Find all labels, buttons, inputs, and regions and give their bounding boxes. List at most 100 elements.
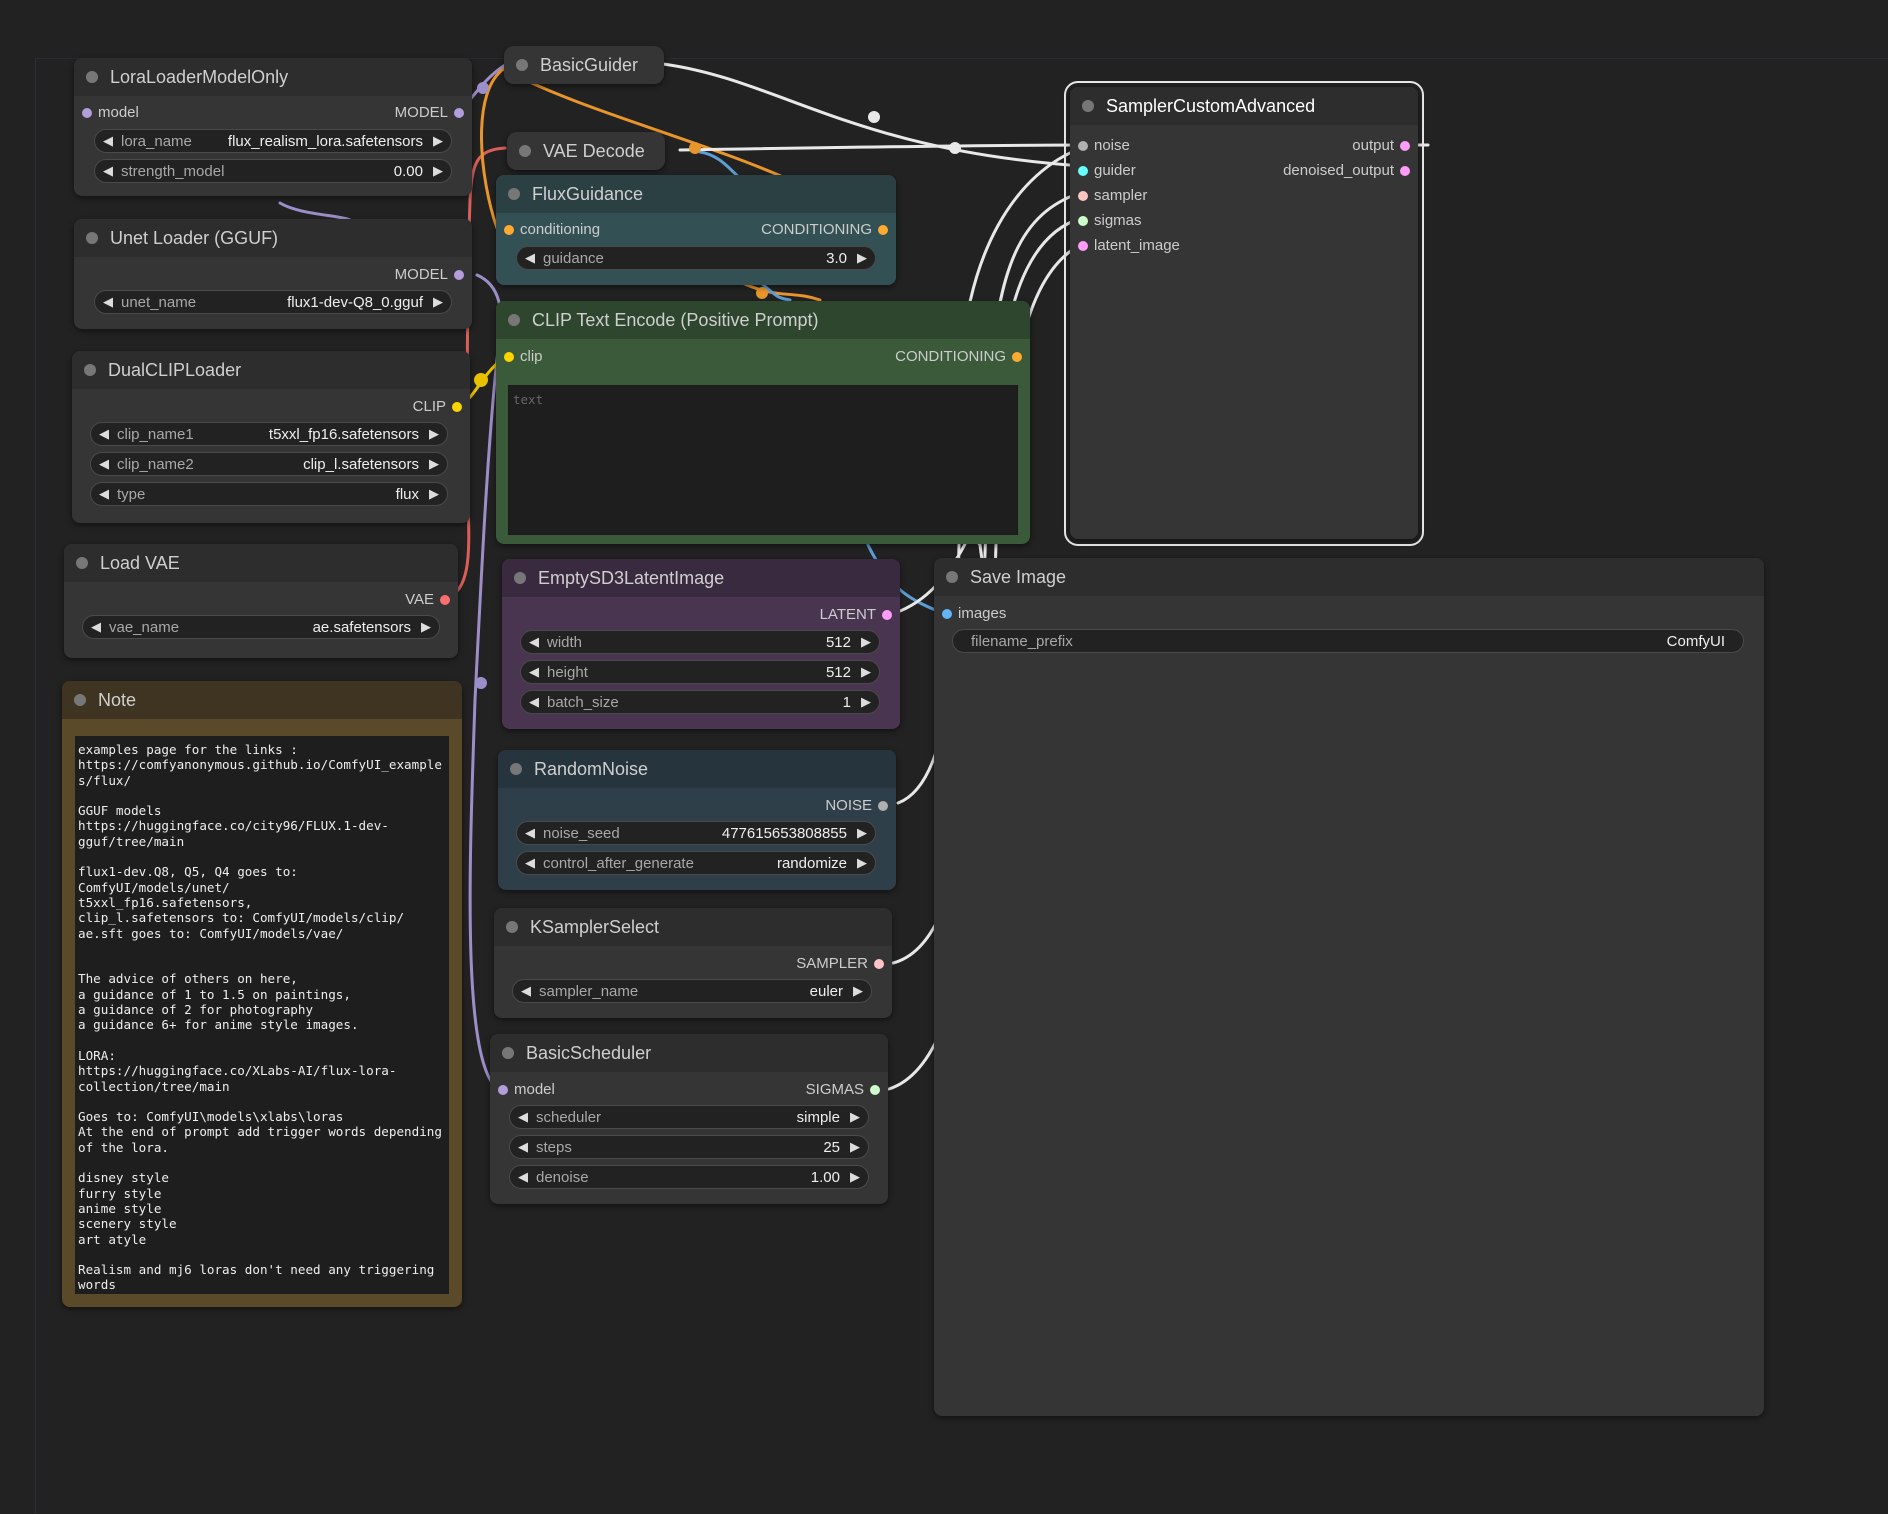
collapse-dot[interactable] xyxy=(510,763,522,775)
increment-arrow-icon[interactable]: ▶ xyxy=(853,983,863,998)
increment-arrow-icon[interactable]: ▶ xyxy=(429,426,439,441)
node-load-vae[interactable]: Load VAE VAE ◀ vae_name ae.safetensors ▶ xyxy=(64,544,458,658)
input-slot-latent-image[interactable] xyxy=(1078,241,1088,251)
node-random-noise[interactable]: RandomNoise NOISE ◀ noise_seed 477615653… xyxy=(498,750,896,890)
input-slot-sigmas[interactable] xyxy=(1078,216,1088,226)
output-slot-vae[interactable] xyxy=(440,595,450,605)
input-slot-sampler[interactable] xyxy=(1078,191,1088,201)
increment-arrow-icon[interactable]: ▶ xyxy=(433,163,443,178)
decrement-arrow-icon[interactable]: ◀ xyxy=(525,855,535,870)
increment-arrow-icon[interactable]: ▶ xyxy=(429,456,439,471)
increment-arrow-icon[interactable]: ▶ xyxy=(857,825,867,840)
collapse-dot[interactable] xyxy=(514,572,526,584)
increment-arrow-icon[interactable]: ▶ xyxy=(861,634,871,649)
output-slot-latent[interactable] xyxy=(882,610,892,620)
collapse-dot[interactable] xyxy=(86,71,98,83)
decrement-arrow-icon[interactable]: ◀ xyxy=(518,1169,528,1184)
input-slot-model[interactable] xyxy=(82,108,92,118)
unet-name-combo[interactable]: ◀ unet_name flux1-dev-Q8_0.gguf ▶ xyxy=(94,290,452,314)
filename-prefix-input[interactable]: filename_prefix ComfyUI xyxy=(952,629,1744,653)
clip-name1-combo[interactable]: ◀ clip_name1 t5xxl_fp16.safetensors ▶ xyxy=(90,422,448,446)
output-slot-clip[interactable] xyxy=(452,402,462,412)
control-after-generate-combo[interactable]: ◀ control_after_generate randomize ▶ xyxy=(516,851,876,875)
decrement-arrow-icon[interactable]: ◀ xyxy=(99,426,109,441)
decrement-arrow-icon[interactable]: ◀ xyxy=(103,294,113,309)
height-number[interactable]: ◀ height 512 ▶ xyxy=(520,660,880,684)
output-slot-model[interactable] xyxy=(454,270,464,280)
input-slot-clip[interactable] xyxy=(504,352,514,362)
node-title[interactable]: RandomNoise xyxy=(498,750,896,788)
increment-arrow-icon[interactable]: ▶ xyxy=(861,664,871,679)
decrement-arrow-icon[interactable]: ◀ xyxy=(91,619,101,634)
input-slot-images[interactable] xyxy=(942,609,952,619)
increment-arrow-icon[interactable]: ▶ xyxy=(857,250,867,265)
batch-size-number[interactable]: ◀ batch_size 1 ▶ xyxy=(520,690,880,714)
node-title[interactable]: BasicGuider xyxy=(504,46,664,84)
output-slot-output[interactable] xyxy=(1400,141,1410,151)
increment-arrow-icon[interactable]: ▶ xyxy=(857,855,867,870)
decrement-arrow-icon[interactable]: ◀ xyxy=(525,250,535,265)
output-slot-denoised[interactable] xyxy=(1400,166,1410,176)
node-unet-loader[interactable]: Unet Loader (GGUF) MODEL ◀ unet_name flu… xyxy=(74,219,472,329)
increment-arrow-icon[interactable]: ▶ xyxy=(850,1169,860,1184)
node-lora-loader[interactable]: LoraLoaderModelOnly model MODEL ◀ lora_n… xyxy=(74,58,472,196)
input-slot-model[interactable] xyxy=(498,1085,508,1095)
output-slot-sigmas[interactable] xyxy=(870,1085,880,1095)
strength-model-number[interactable]: ◀ strength_model 0.00 ▶ xyxy=(94,159,452,183)
type-combo[interactable]: ◀ type flux ▶ xyxy=(90,482,448,506)
collapse-dot[interactable] xyxy=(1082,100,1094,112)
node-save-image[interactable]: Save Image images filename_prefix ComfyU… xyxy=(934,558,1764,1416)
collapse-dot[interactable] xyxy=(84,364,96,376)
node-title[interactable]: Save Image xyxy=(934,558,1764,596)
node-note[interactable]: Note examples page for the links : https… xyxy=(62,681,462,1307)
collapse-dot[interactable] xyxy=(86,232,98,244)
decrement-arrow-icon[interactable]: ◀ xyxy=(99,456,109,471)
collapse-dot[interactable] xyxy=(506,921,518,933)
decrement-arrow-icon[interactable]: ◀ xyxy=(525,825,535,840)
node-title[interactable]: BasicScheduler xyxy=(490,1034,888,1072)
decrement-arrow-icon[interactable]: ◀ xyxy=(529,664,539,679)
decrement-arrow-icon[interactable]: ◀ xyxy=(103,133,113,148)
collapse-dot[interactable] xyxy=(519,145,531,157)
node-title[interactable]: SamplerCustomAdvanced xyxy=(1070,87,1418,125)
input-slot-noise[interactable] xyxy=(1078,141,1088,151)
node-title[interactable]: CLIP Text Encode (Positive Prompt) xyxy=(496,301,1030,339)
node-ksampler-select[interactable]: KSamplerSelect SAMPLER ◀ sampler_name eu… xyxy=(494,908,892,1018)
output-slot-noise[interactable] xyxy=(878,801,888,811)
collapse-dot[interactable] xyxy=(508,188,520,200)
scheduler-combo[interactable]: ◀ scheduler simple ▶ xyxy=(509,1105,869,1129)
node-title[interactable]: Unet Loader (GGUF) xyxy=(74,219,472,257)
increment-arrow-icon[interactable]: ▶ xyxy=(429,486,439,501)
decrement-arrow-icon[interactable]: ◀ xyxy=(99,486,109,501)
output-slot-conditioning[interactable] xyxy=(878,225,888,235)
collapse-dot[interactable] xyxy=(516,59,528,71)
prompt-text-input[interactable]: text xyxy=(508,385,1018,535)
node-vae-decode[interactable]: VAE Decode xyxy=(507,132,665,170)
node-basic-guider[interactable]: BasicGuider xyxy=(504,46,664,84)
input-slot-conditioning[interactable] xyxy=(504,225,514,235)
denoise-number[interactable]: ◀ denoise 1.00 ▶ xyxy=(509,1165,869,1189)
note-textarea[interactable]: examples page for the links : https://co… xyxy=(75,736,449,1294)
output-slot-conditioning[interactable] xyxy=(1012,352,1022,362)
decrement-arrow-icon[interactable]: ◀ xyxy=(521,983,531,998)
steps-number[interactable]: ◀ steps 25 ▶ xyxy=(509,1135,869,1159)
increment-arrow-icon[interactable]: ▶ xyxy=(433,294,443,309)
node-basic-scheduler[interactable]: BasicScheduler model SIGMAS ◀ scheduler … xyxy=(490,1034,888,1204)
decrement-arrow-icon[interactable]: ◀ xyxy=(103,163,113,178)
decrement-arrow-icon[interactable]: ◀ xyxy=(518,1109,528,1124)
node-clip-text-encode[interactable]: CLIP Text Encode (Positive Prompt) clip … xyxy=(496,301,1030,544)
increment-arrow-icon[interactable]: ▶ xyxy=(421,619,431,634)
width-number[interactable]: ◀ width 512 ▶ xyxy=(520,630,880,654)
node-dual-clip-loader[interactable]: DualCLIPLoader CLIP ◀ clip_name1 t5xxl_f… xyxy=(72,351,470,523)
noise-seed-number[interactable]: ◀ noise_seed 477615653808855 ▶ xyxy=(516,821,876,845)
vae-name-combo[interactable]: ◀ vae_name ae.safetensors ▶ xyxy=(82,615,440,639)
sampler-name-combo[interactable]: ◀ sampler_name euler ▶ xyxy=(512,979,872,1003)
collapse-dot[interactable] xyxy=(76,557,88,569)
increment-arrow-icon[interactable]: ▶ xyxy=(850,1139,860,1154)
node-title[interactable]: DualCLIPLoader xyxy=(72,351,470,389)
node-title[interactable]: VAE Decode xyxy=(507,132,665,170)
collapse-dot[interactable] xyxy=(74,694,86,706)
node-title[interactable]: Note xyxy=(62,681,462,719)
lora-name-combo[interactable]: ◀ lora_name flux_realism_lora.safetensor… xyxy=(94,129,452,153)
collapse-dot[interactable] xyxy=(502,1047,514,1059)
